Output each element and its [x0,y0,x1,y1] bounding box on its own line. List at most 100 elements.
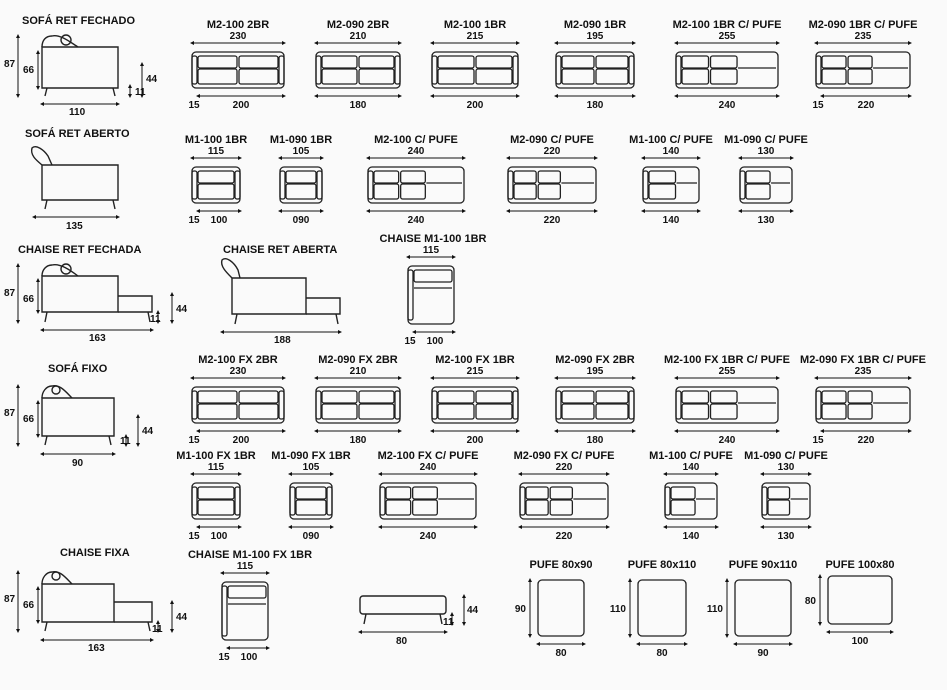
module-total-dim: 210 [350,366,367,377]
module-label: M1-100 FX 1BR [176,450,256,462]
module-seat-dim: 180 [587,100,604,111]
module-label: M2-100 FX 1BR [435,354,515,366]
pufe-top-view [637,579,687,637]
module-seat-dim: 240 [408,215,425,226]
module-seat-dim: 200 [233,435,250,446]
module-seat-dim: 220 [544,215,561,226]
module-top-view [675,51,779,89]
module-top-view [739,166,793,204]
module-label: M1-100 C/ PUFE [629,134,713,146]
module-top-view [519,482,609,520]
dim-leg-a-chaise-fixa: 11 [152,624,163,635]
module-seat-dim: 100 [211,531,228,542]
dim-width-sofa-ret-aberto: 135 [66,221,83,232]
module-label: CHAISE M1-100 FX 1BR [188,549,312,561]
module-seat-dim: 240 [719,435,736,446]
module-top-view [431,51,519,89]
module-seat-dim: 130 [778,531,795,542]
module-total-dim: 220 [556,462,573,473]
module-label: M2-090 FX C/ PUFE [514,450,615,462]
dim-width-sofa-ret-fechado: 110 [69,107,86,118]
dim-height-chaise-ret-fechada: 87 [4,288,16,299]
module-top-view [507,166,597,204]
pufe-label: PUFE 100x80 [825,559,894,571]
module-top-view [191,386,285,424]
module-label: M1-090 FX 1BR [271,450,351,462]
module-top-view [367,166,465,204]
module-total-dim: 105 [303,462,320,473]
module-label: M2-090 FX 1BR C/ PUFE [800,354,926,366]
module-top-view [815,386,911,424]
module-arm-dim: 15 [188,215,200,226]
module-seat-dim: 130 [758,215,775,226]
module-top-view [279,166,323,204]
dim-height-sofa-fixo: 87 [4,408,16,419]
module-label: M2-090 C/ PUFE [510,134,594,146]
module-total-dim: 240 [420,462,437,473]
module-label: M2-100 FX 1BR C/ PUFE [664,354,790,366]
module-seat-dim: 100 [211,215,228,226]
module-seat-dim: 220 [858,100,875,111]
module-top-view [431,386,519,424]
module-seat-dim: 090 [293,215,310,226]
module-top-view [555,51,635,89]
module-label: M2-100 2BR [207,19,269,31]
module-arm-dim: 15 [404,336,416,347]
dim-leg-a-sofa-ret-fechado: 11 [135,87,146,98]
module-label: M2-090 1BR [564,19,626,31]
module-seat-dim: 200 [467,100,484,111]
module-label: M1-090 C/ PUFE [744,450,828,462]
dim-leg-a-sofa-fixo: 11 [120,436,131,447]
module-label: CHAISE M1-100 1BR [380,233,487,245]
module-arm-dim: 15 [188,531,200,542]
module-seat-dim: 180 [350,435,367,446]
pufe-height-dim: 80 [805,596,817,607]
section-title-chaise-fixa: CHAISE FIXA [60,547,130,559]
dimensions-pufe-side [358,594,466,634]
pufe-width-dim: 80 [555,648,567,659]
dim-height-chaise-fixa: 87 [4,594,16,605]
pufe-label: PUFE 80x110 [628,559,697,571]
module-total-dim: 195 [587,31,604,42]
dimensions-sofa-fixo [16,384,140,456]
module-label: M2-090 2BR [327,19,389,31]
pufe-height-dim: 90 [515,604,527,615]
chaise-top-view [221,581,269,641]
module-label: M2-100 1BR C/ PUFE [673,19,782,31]
section-title-sofa-ret-fechado: SOFÁ RET FECHADO [22,14,136,27]
dim-seat-chaise-ret-fechada: 66 [23,294,35,305]
module-total-dim: 220 [544,146,561,157]
module-total-dim: 235 [855,31,872,42]
dim-seat-sofa-fixo: 66 [23,414,35,425]
module-label: M2-100 FX 2BR [198,354,278,366]
module-seat-dim: 220 [858,435,875,446]
pufe-height-dim: 110 [610,604,627,615]
module-seat-dim: 240 [420,531,437,542]
dim-width-sofa-fixo: 90 [72,458,84,469]
dim-leg-b-chaise-fixa: 44 [176,612,188,623]
module-top-view [315,51,401,89]
dim-leg-b-sofa-fixo: 44 [142,426,154,437]
dim-height-sofa-ret-fechado: 87 [4,59,16,70]
side-profile-sofa-ret-aberto [30,146,119,210]
dim-seat-chaise-fixa: 66 [23,600,35,611]
module-total-dim: 130 [778,462,795,473]
